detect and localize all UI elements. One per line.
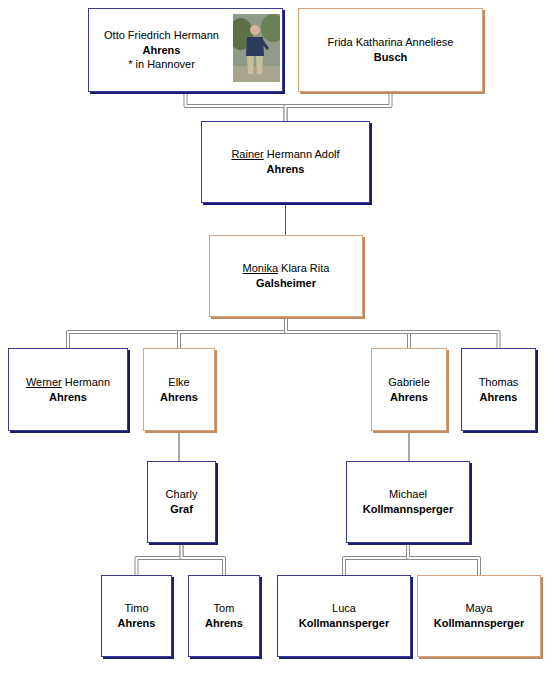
connector-outline	[344, 543, 408, 575]
person-box: Frida Katharina AnnelieseBusch	[298, 8, 483, 92]
call-name: Werner	[26, 376, 62, 388]
given-names: Thomas	[479, 375, 519, 390]
descent-line	[68, 317, 286, 348]
given-names: Elke	[168, 375, 189, 390]
person-box: ThomasAhrens	[461, 348, 536, 431]
surname: Ahrens	[480, 390, 518, 405]
spouse-line	[409, 431, 410, 461]
given-names: Maya	[466, 601, 493, 616]
given-names: Michael	[389, 487, 427, 502]
other-names: Hermann Adolf	[264, 148, 340, 160]
given-names: Luca	[332, 601, 356, 616]
connector-outline	[68, 317, 286, 348]
birthplace-note: * in Hannover	[128, 57, 195, 72]
connector-inner	[408, 543, 479, 575]
descent-line	[179, 317, 286, 348]
connector-outline	[285, 203, 286, 235]
connector-outline	[186, 92, 286, 121]
photo-legs	[247, 56, 263, 74]
other-names: Hermann	[62, 376, 110, 388]
surname: Kollmannsperger	[434, 616, 524, 631]
connector-outline	[179, 431, 180, 461]
spouse-line	[179, 431, 180, 461]
descent-line	[137, 543, 182, 575]
surname: Galsheimer	[256, 276, 316, 291]
surname: Busch	[374, 50, 408, 65]
given-names: Gabriele	[388, 375, 430, 390]
connector-outline	[409, 431, 410, 461]
person-box: MayaKollmannsperger	[417, 575, 541, 657]
person-box: TimoAhrens	[101, 575, 172, 657]
person-box: Monika Klara RitaGalsheimer	[209, 235, 363, 317]
connector-inner	[182, 543, 225, 575]
surname: Ahrens	[267, 162, 305, 177]
photo-body	[246, 37, 264, 56]
descent-line	[286, 317, 499, 348]
descent-line	[186, 92, 286, 121]
descent-line	[182, 543, 225, 575]
person-box: Rainer Hermann AdolfAhrens	[201, 121, 370, 203]
photo-ground	[233, 66, 280, 82]
descent-line	[344, 543, 408, 575]
surname: Ahrens	[205, 616, 243, 631]
connector-inner	[179, 317, 286, 348]
given-names: Charly	[166, 487, 198, 502]
connector-outline	[286, 317, 499, 348]
given-names: Frida Katharina Anneliese	[328, 35, 454, 50]
descent-line	[408, 543, 479, 575]
given-names: Werner Hermann	[26, 375, 110, 390]
surname: Ahrens	[118, 616, 156, 631]
connector-inner	[137, 543, 182, 575]
call-name: Monika	[243, 262, 278, 274]
connector-outline	[408, 543, 479, 575]
connector-outline	[179, 317, 286, 348]
given-names: Otto Friedrich Hermann	[104, 28, 219, 43]
person-box: LucaKollmannsperger	[277, 575, 411, 657]
connector-inner	[68, 317, 286, 348]
photo-head	[250, 25, 260, 35]
photo-bush	[261, 14, 280, 42]
given-names: Tom	[214, 601, 235, 616]
photo-arm	[262, 40, 269, 50]
surname: Graf	[170, 502, 193, 517]
given-names: Timo	[124, 601, 148, 616]
person-box: Werner HermannAhrens	[8, 348, 128, 431]
connector-outline	[182, 543, 225, 575]
connector-inner	[286, 317, 499, 348]
spouse-line	[285, 203, 286, 235]
person-box: TomAhrens	[188, 575, 260, 657]
person-box: MichaelKollmannsperger	[346, 461, 470, 543]
surname: Ahrens	[143, 43, 181, 58]
surname: Kollmannsperger	[299, 616, 389, 631]
connector-outline	[286, 92, 391, 121]
surname: Ahrens	[390, 390, 428, 405]
person-box: GabrieleAhrens	[371, 348, 447, 431]
surname: Ahrens	[49, 390, 87, 405]
person-box: CharlyGraf	[147, 461, 216, 543]
portrait-photo	[233, 14, 280, 82]
descent-line	[286, 92, 391, 121]
given-names: Monika Klara Rita	[243, 261, 330, 276]
person-box: ElkeAhrens	[143, 348, 215, 431]
connector-inner	[344, 543, 408, 575]
connector-inner	[286, 92, 391, 121]
surname: Kollmannsperger	[363, 502, 453, 517]
call-name: Rainer	[231, 148, 263, 160]
given-names: Rainer Hermann Adolf	[231, 147, 339, 162]
connector-inner	[186, 92, 286, 121]
other-names: Klara Rita	[278, 262, 329, 274]
surname: Ahrens	[160, 390, 198, 405]
connector-outline	[137, 543, 182, 575]
